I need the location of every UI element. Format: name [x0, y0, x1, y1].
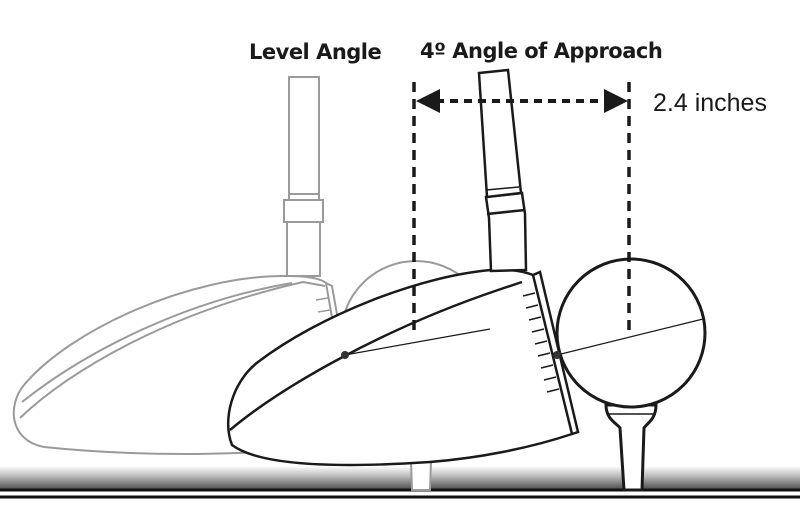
approach-golf-ball	[555, 257, 707, 409]
impact-lines	[341, 318, 704, 359]
approach-impact-point	[553, 351, 561, 359]
distance-label: 2.4 inches	[653, 89, 767, 117]
arrow-head-right	[604, 89, 628, 113]
approach-club-hosel	[484, 191, 528, 273]
ground	[0, 466, 800, 499]
level-club-hosel	[283, 199, 324, 277]
approach-angle-label: 4º Angle of Approach	[420, 39, 662, 63]
dashed-guides	[412, 82, 631, 330]
approach-club-head	[227, 268, 574, 467]
distance-arrow	[416, 89, 628, 113]
level-angle-label: Level Angle	[249, 40, 381, 64]
level-club-shaft	[288, 76, 320, 201]
level-impact-point	[341, 351, 349, 359]
approach-club-face-grooves	[522, 292, 560, 393]
approach-angle-ball-tee	[555, 257, 707, 492]
approach-angle-club	[227, 68, 580, 467]
arrow-head-left	[416, 89, 440, 113]
approach-club-shaft	[477, 68, 523, 199]
